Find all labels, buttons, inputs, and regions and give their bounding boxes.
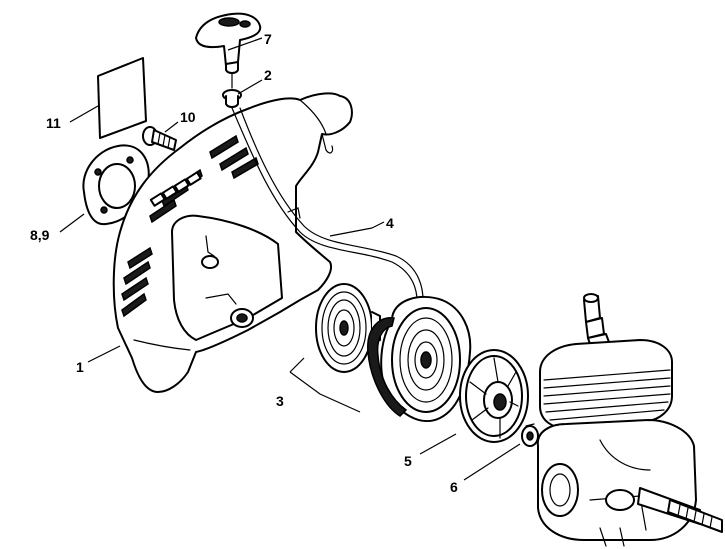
- label-part: [97, 57, 147, 139]
- callout-3: 3: [276, 393, 284, 409]
- screw-part: [142, 126, 177, 151]
- rotor-cover-part: [459, 349, 529, 443]
- callout-6: 6: [450, 479, 458, 495]
- callout-1: 1: [76, 359, 84, 375]
- engine-block: [536, 293, 723, 547]
- rope-rotor-part: [367, 295, 472, 423]
- leader-lines: [59, 37, 521, 481]
- fan-housing-part: [112, 92, 353, 393]
- spring-clip-part: [521, 423, 539, 447]
- starter-rope-part: [231, 107, 424, 313]
- callout-labels: 7 2 11 10 8,9 4 1 3 5 6: [30, 31, 458, 495]
- callout-10: 10: [180, 109, 196, 125]
- callout-7: 7: [264, 31, 272, 47]
- callout-2: 2: [264, 67, 272, 83]
- callout-4: 4: [386, 215, 394, 231]
- starter-grip-part: [195, 12, 262, 89]
- callout-11: 11: [46, 115, 61, 131]
- grommet-part: [222, 89, 242, 108]
- callout-5: 5: [404, 453, 412, 469]
- callout-8-9: 8,9: [30, 227, 50, 243]
